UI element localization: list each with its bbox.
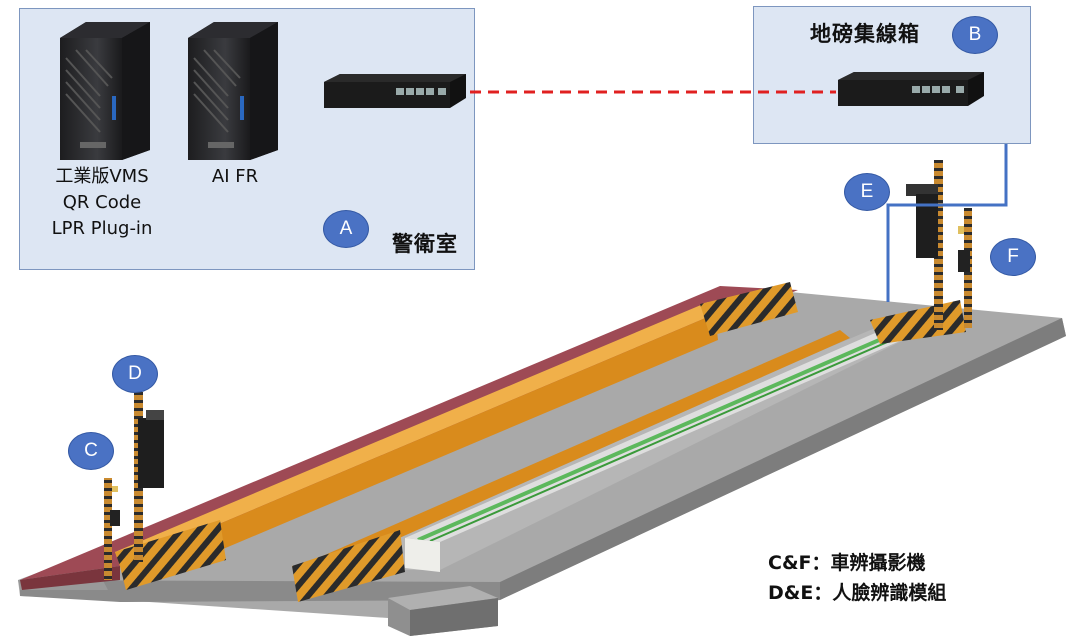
marker-b: B	[952, 16, 998, 54]
ai-fr-server-label: AI FR	[190, 164, 280, 190]
guard-room-label: 警衛室	[392, 232, 458, 256]
vms-label-line1: 工業版VMS	[55, 166, 149, 187]
marker-e: E	[844, 173, 890, 211]
ai-fr-label-line1: AI FR	[211, 166, 259, 187]
legend-line-2: D&E：人臉辨識模組	[768, 582, 947, 604]
orange-curb-left	[115, 282, 798, 590]
marker-d: D	[112, 355, 158, 393]
marker-a: A	[323, 210, 369, 248]
ground-junction-box	[388, 586, 498, 636]
vms-label-line2: QR Code	[62, 192, 142, 213]
vms-server-label: 工業版VMS QR Code LPR Plug-in	[40, 164, 164, 242]
vms-label-line3: LPR Plug-in	[51, 218, 153, 239]
network-switch-a-icon	[324, 74, 466, 108]
camera-pole-f	[958, 208, 972, 328]
face-pole-d	[134, 392, 164, 562]
vms-server-icon	[60, 22, 150, 160]
network-switch-b-icon	[838, 72, 984, 106]
junction-box-title: 地磅集線箱	[810, 22, 920, 46]
face-pole-e	[906, 160, 943, 330]
legend-line-1: C&F：車辨攝影機	[768, 552, 926, 574]
ai-fr-server-icon	[188, 22, 278, 160]
marker-f: F	[990, 238, 1036, 276]
marker-c: C	[68, 432, 114, 470]
legend: C&F：車辨攝影機 D&E：人臉辨識模組	[768, 548, 946, 608]
camera-pole-c	[104, 478, 120, 580]
